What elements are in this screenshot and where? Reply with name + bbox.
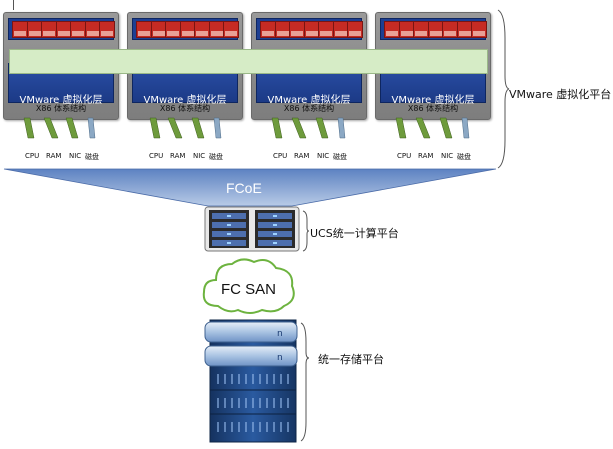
resource-label-ram: RAM <box>46 152 62 160</box>
fc-san-cloud-icon <box>202 258 295 314</box>
resource-label-cpu: CPU <box>397 152 412 160</box>
virtual-machine-icon <box>99 21 115 38</box>
ucs-brace <box>302 210 310 252</box>
vm-row <box>380 18 487 40</box>
host-1-resources <box>23 117 96 139</box>
resource-label-cpu: CPU <box>25 152 40 160</box>
virtual-machine-icon <box>179 21 196 38</box>
virtual-machine-icon <box>12 21 28 38</box>
platform-brace <box>497 9 510 169</box>
shared-resource-pool-bar <box>9 49 488 74</box>
corner-line <box>13 0 14 10</box>
ucs-chassis-icon <box>204 206 300 252</box>
host-3-resources <box>271 117 346 139</box>
x86-architecture-label: X86 体系结构 <box>283 104 335 113</box>
resource-label-disk: 磁盘 <box>333 153 347 161</box>
vm-row <box>256 18 363 40</box>
ucs-platform-label: UCS统一计算平台 <box>310 227 399 240</box>
virtualization-layer-label: VMware 虚拟化层 <box>19 95 103 106</box>
virtual-machine-icon <box>223 21 239 38</box>
resource-label-nic: NIC <box>193 152 206 160</box>
storage-array-icon: n n <box>204 319 298 443</box>
virtualization-layer-label: VMware 虚拟化层 <box>267 95 351 106</box>
storage-platform-label: 统一存储平台 <box>318 353 384 366</box>
server-host-1: VMware 虚拟化层 X86 体系结构 <box>3 12 119 120</box>
x86-architecture-label: X86 体系结构 <box>159 104 211 113</box>
host-2-resources <box>149 117 222 139</box>
resource-label-ram: RAM <box>418 152 434 160</box>
virtual-machine-icon <box>471 21 487 38</box>
resource-label-disk: 磁盘 <box>209 153 223 161</box>
resource-label-nic: NIC <box>69 152 82 160</box>
storage-brace <box>300 322 310 442</box>
resource-label-nic: NIC <box>441 152 454 160</box>
svg-text:n: n <box>277 353 283 363</box>
resource-label-disk: 磁盘 <box>85 153 99 161</box>
svg-text:n: n <box>277 329 283 339</box>
resource-label-ram: RAM <box>294 152 310 160</box>
virtualization-layer-label: VMware 虚拟化层 <box>391 95 475 106</box>
resource-label-cpu: CPU <box>149 152 164 160</box>
x86-architecture-label: X86 体系结构 <box>35 104 87 113</box>
vm-row <box>8 18 115 40</box>
fc-san-label: FC SAN <box>221 281 277 298</box>
vm-row <box>132 18 239 40</box>
fcoe-label: FCoE <box>226 180 262 196</box>
resource-label-disk: 磁盘 <box>457 153 471 161</box>
resource-label-ram: RAM <box>170 152 186 160</box>
virtual-machine-icon <box>347 21 363 38</box>
vmware-platform-label: VMware 虚拟化平台 <box>509 88 612 101</box>
virtual-machine-icon <box>194 21 210 38</box>
resource-label-cpu: CPU <box>273 152 288 160</box>
virtualization-layer-label: VMware 虚拟化层 <box>143 95 227 106</box>
fcoe-funnel <box>3 168 497 207</box>
x86-architecture-label: X86 体系结构 <box>407 104 459 113</box>
virtual-machine-icon <box>384 21 400 38</box>
resource-icons <box>23 117 470 139</box>
host-4-resources <box>395 117 470 139</box>
resource-label-nic: NIC <box>317 152 330 160</box>
